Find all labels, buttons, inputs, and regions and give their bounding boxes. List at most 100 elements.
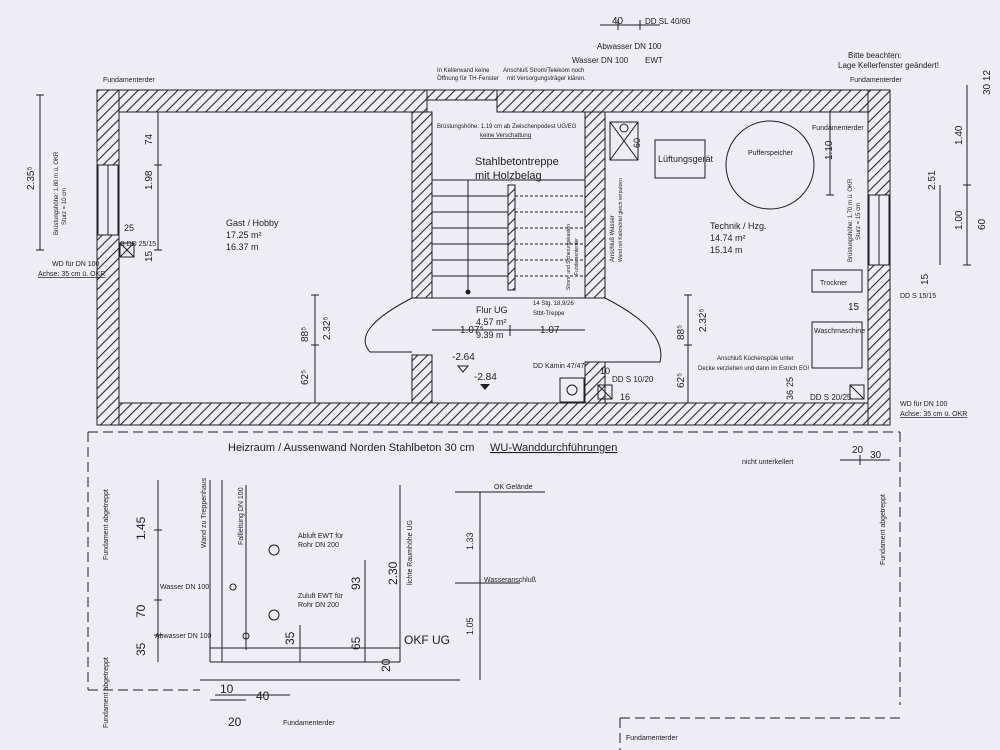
dim-885a: 88⁵ bbox=[300, 327, 311, 342]
section-abwasser: Abwasser DN 100 bbox=[155, 633, 212, 640]
level-marker-open bbox=[456, 365, 470, 373]
sec-dim-35b: 35 bbox=[283, 631, 297, 645]
wd-left-2: Achse: 35 cm ü. OKR bbox=[38, 271, 105, 278]
abluft-2: Rohr DN 200 bbox=[298, 542, 339, 549]
sec-dim-70: 70 bbox=[134, 604, 148, 618]
dim-2325b: 2.32⁵ bbox=[698, 308, 709, 332]
dim-885b: 88⁵ bbox=[676, 325, 687, 340]
sec-dim-230: 2.30 bbox=[386, 561, 400, 585]
nicht-unterkellert: nicht unterkellert bbox=[742, 459, 793, 466]
sec-dim-93: 93 bbox=[349, 576, 363, 590]
wasser-note-2: Wand mit Kalkmörtel gleich verputzen bbox=[618, 178, 624, 262]
keller-note-2: Öffnung für TH-Fenster bbox=[437, 75, 499, 82]
stair-brust-note-2: keine Verschattung bbox=[480, 133, 531, 139]
wd-right-1: WD für DN 100 bbox=[900, 401, 948, 408]
room-flur-area: 4.57 m² bbox=[476, 317, 507, 327]
zuluft-1: Zuluft EWT für bbox=[298, 593, 344, 600]
dim-10: 10 bbox=[600, 366, 610, 376]
fallleitung: Fallleitung DN 100 bbox=[238, 487, 245, 545]
note-kellerfenster: Lage Kellerfenster geändert! bbox=[838, 61, 939, 70]
wasch-label: Waschmaschine bbox=[814, 328, 865, 335]
strom-note-2: Fundamenterder bbox=[574, 238, 580, 275]
dim-140: 1.40 bbox=[954, 125, 965, 145]
exterior-walls bbox=[96, 89, 891, 426]
kamin-label: DD Kamin 47/47 bbox=[533, 363, 584, 370]
level-264: -2.64 bbox=[452, 352, 475, 363]
sec-dim-105: 1.05 bbox=[465, 617, 475, 635]
stb-label: Stbt-Treppe bbox=[533, 311, 565, 317]
dim-251: 2.51 bbox=[927, 170, 938, 190]
kueche-note-2: Decke verziehen und dann im Estrich EG! bbox=[698, 366, 810, 372]
brust-left-2: Sturz = 10 cm bbox=[62, 188, 68, 225]
dim-60: 60 bbox=[632, 138, 642, 148]
wd-left-1: WD für DN 100 bbox=[52, 261, 100, 268]
dim-36: 36 bbox=[785, 390, 795, 400]
fund-abg-bl: Fundament abgetreppt bbox=[103, 657, 110, 728]
sec-dim-20a: 20 bbox=[379, 658, 393, 672]
ewt-label: EWT bbox=[645, 56, 663, 65]
fundamenterder-bottom: Fundamenterder bbox=[283, 720, 335, 727]
dim-20: 20 bbox=[852, 445, 864, 456]
lichte-raumhoehe: lichte Raumhöhe UG bbox=[407, 520, 414, 585]
dim-74: 74 bbox=[144, 133, 155, 145]
lueftung-label: Lüftungsgerät bbox=[658, 154, 714, 164]
wand-treppenhaus: Wand zu Treppenhaus bbox=[201, 477, 208, 548]
sec-dim-133: 1.33 bbox=[465, 532, 475, 550]
sec-dim-40: 40 bbox=[256, 689, 270, 703]
dim-2325a: 2.32⁵ bbox=[322, 316, 333, 340]
interior-walls bbox=[411, 111, 606, 404]
trockner-label: Trockner bbox=[820, 280, 848, 287]
room-gast-area: 17.25 m² bbox=[226, 230, 262, 240]
dim-1075: 1.07⁵ bbox=[460, 325, 484, 336]
corner-dim: 30 12 bbox=[982, 70, 993, 95]
note-beachten: Bitte beachten: bbox=[848, 51, 901, 60]
wasser-note-1: Anschluß Wasser bbox=[610, 215, 616, 262]
dim-25: 25 bbox=[124, 223, 134, 233]
room-flur-name: Flur UG bbox=[476, 305, 508, 315]
fundamenterder-r: Fundamenterder bbox=[812, 125, 864, 132]
ventilation-unit-box bbox=[654, 139, 706, 179]
sec-dim-65: 65 bbox=[349, 636, 363, 650]
dd-2025: DD S 20/25 bbox=[810, 393, 852, 402]
dim-40-top: 40 bbox=[612, 16, 624, 27]
dim-15a: 15 bbox=[144, 250, 155, 262]
dim-110: 1.10 bbox=[824, 140, 835, 160]
puffer-label: Pufferspeicher bbox=[748, 150, 794, 157]
dd-1020: DD S 10/20 bbox=[612, 375, 654, 384]
fundamenterder-tr: Fundamenterder bbox=[850, 77, 902, 84]
anschluss-note-2: mit Versorgungsträger klären. bbox=[507, 76, 586, 82]
wasser-top-label: Wasser DN 100 bbox=[572, 56, 629, 65]
wall-duct-bottom bbox=[597, 384, 613, 400]
dim-235: 2.35⁵ bbox=[26, 166, 37, 190]
dim-625a: 62⁵ bbox=[300, 370, 311, 385]
level-284: -2.84 bbox=[474, 372, 497, 383]
room-tech-area: 14.74 m² bbox=[710, 233, 746, 243]
brust-right-1: Brüstungshöhe: 1.70 m ü. OKR bbox=[848, 178, 854, 262]
fundamenterder-bottom-2: Fundamenterder bbox=[626, 735, 678, 742]
anschluss-note-1: Anschluß Strom/Telekom noch bbox=[503, 68, 584, 74]
dim-100: 1.00 bbox=[954, 210, 965, 230]
brust-left-1: Brüstungshöhe: 1.80 m ü. OKR bbox=[54, 151, 60, 235]
section-drawing bbox=[154, 480, 545, 701]
sec-dim-10: 10 bbox=[220, 682, 234, 696]
sec-dim-35a: 35 bbox=[134, 642, 148, 656]
wd-right-2: Achse: 35 cm ü. OKR bbox=[900, 411, 967, 418]
ewt-pipe-icon bbox=[619, 123, 629, 133]
dd-sl-note: DD SL 40/60 bbox=[645, 17, 691, 26]
abluft-1: Abluft EWT für bbox=[298, 533, 344, 540]
ewt-duct-box bbox=[609, 121, 639, 161]
dim-30: 30 bbox=[870, 450, 882, 461]
ok-gelaende: OK Gelände bbox=[494, 484, 533, 491]
stair-label-2: mit Holzbelag bbox=[475, 170, 542, 182]
room-flur-perim: 9.39 m bbox=[476, 330, 504, 340]
wall-duct-left bbox=[119, 242, 135, 258]
dim-16: 16 bbox=[620, 392, 630, 402]
fund-abg-left: Fundament abgetreppt bbox=[103, 489, 110, 560]
wall-duct-right bbox=[849, 384, 865, 400]
zuluft-2: Rohr DN 200 bbox=[298, 602, 339, 609]
dim-107: 1.07 bbox=[540, 325, 560, 336]
dimension-lines bbox=[36, 20, 971, 465]
dim-625b: 62⁵ bbox=[676, 373, 687, 388]
sec-dim-145: 1.45 bbox=[134, 516, 148, 540]
chimney-box bbox=[559, 377, 585, 403]
